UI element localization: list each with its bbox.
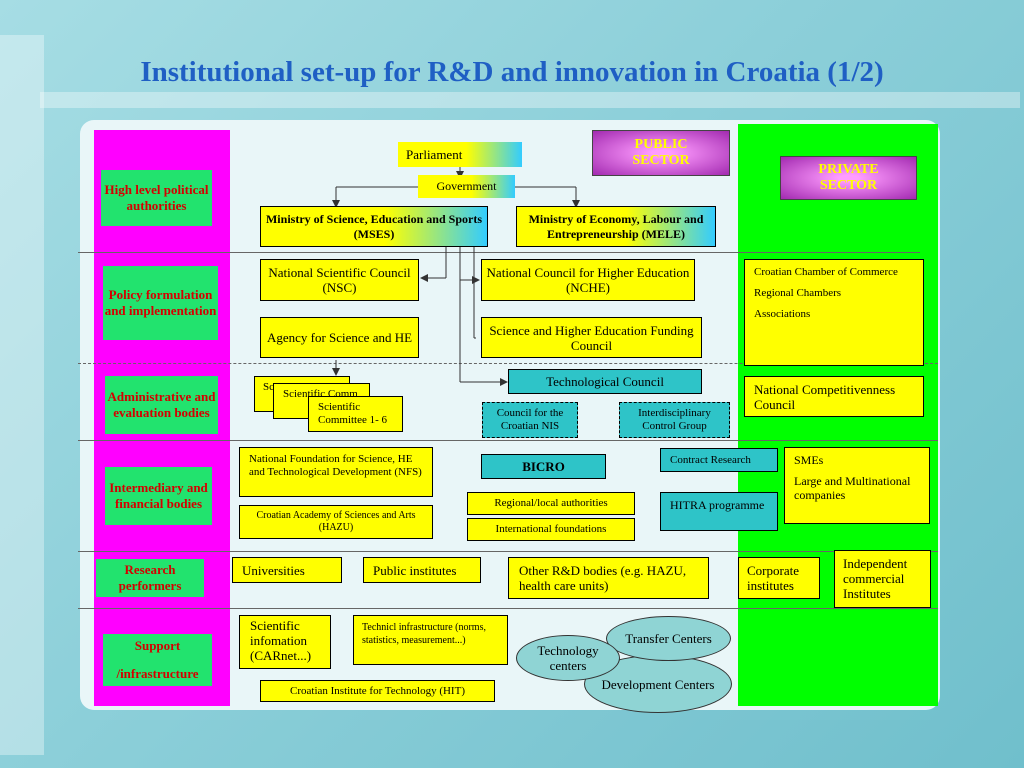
companies-box: SMEs Large and Multinational companies — [784, 447, 930, 524]
government-box: Government — [418, 175, 515, 198]
nche-box: National Council for Higher Education (N… — [481, 259, 695, 301]
decor-bar-top — [40, 92, 1020, 108]
nsc-box: National Scientific Council (NSC) — [260, 259, 419, 301]
mele-box: Ministry of Economy, Labour and Entrepre… — [516, 206, 716, 247]
level-support: Support /infrastructure — [103, 634, 212, 686]
corporate-institutes-box: Corporate institutes — [738, 557, 820, 599]
parliament-box: Parliament — [398, 142, 522, 167]
scientific-committee-box: Scientific Committee 1- 6 — [308, 396, 403, 432]
interdisciplinary-box: Interdisciplinary Control Group — [619, 402, 730, 438]
large-companies-text: Large and Multinational companies — [794, 474, 911, 502]
nfs-box: National Foundation for Science, HE and … — [239, 447, 433, 497]
mses-box: Ministry of Science, Education and Sport… — [260, 206, 488, 247]
chamber-regional: Regional Chambers — [754, 287, 842, 299]
level-support-line1: Support — [134, 638, 181, 653]
page-title: Institutional set-up for R&D and innovat… — [140, 56, 884, 88]
funding-council-box: Science and Higher Education Funding Cou… — [481, 317, 702, 358]
public-sector-label: PUBLIC SECTOR — [592, 130, 730, 176]
hazu-box: Croatian Academy of Sciences and Arts (H… — [239, 505, 433, 539]
contract-research-box: Contract Research — [660, 448, 778, 472]
separator-3 — [78, 440, 938, 441]
separator-2 — [78, 363, 938, 364]
independent-institutes-box: Independent commercial Institutes — [834, 550, 931, 608]
chamber-commerce: Croatian Chamber of Commerce — [754, 266, 898, 278]
chambers-box: Croatian Chamber of Commerce Regional Ch… — [744, 259, 924, 366]
separator-5 — [78, 608, 938, 609]
level-high-political: High level political authorities — [101, 170, 212, 226]
private-sector-label: PRIVATE SECTOR — [780, 156, 917, 200]
public-institutes-box: Public institutes — [363, 557, 481, 583]
technology-centers-ellipse: Technology centers — [516, 635, 620, 681]
level-support-line2: /infrastructure — [116, 666, 199, 681]
hitra-box: HITRA programme — [660, 492, 778, 531]
technical-infrastructure-box: Technicl infrastructure (norms, statisti… — [353, 615, 508, 665]
level-policy: Policy formulation and implementation — [103, 266, 218, 340]
other-rd-box: Other R&D bodies (e.g. HAZU, health care… — [508, 557, 709, 599]
separator-1 — [78, 252, 920, 253]
regional-authorities-box: Regional/local authorities — [467, 492, 635, 515]
transfer-centers-ellipse: Transfer Centers — [606, 616, 731, 661]
bicro-box: BICRO — [481, 454, 606, 479]
universities-box: Universities — [232, 557, 342, 583]
chamber-associations: Associations — [754, 308, 811, 320]
level-research: Research performers — [96, 559, 204, 597]
smes-text: SMEs — [794, 453, 824, 467]
council-nis-box: Council for the Croatian NIS — [482, 402, 578, 438]
separator-4 — [78, 551, 938, 552]
decor-bar-left — [0, 35, 44, 755]
technological-council-box: Technological Council — [508, 369, 702, 394]
international-foundations-box: International foundations — [467, 518, 635, 541]
hit-box: Croatian Institute for Technology (HIT) — [260, 680, 495, 702]
level-intermediary: Intermediary and financial bodies — [105, 467, 212, 525]
competitiveness-council-box: National Competitivenness Council — [744, 376, 924, 417]
agency-box: Agency for Science and HE — [260, 317, 419, 358]
scientific-information-box: Scientific infomation (CARnet...) — [239, 615, 331, 669]
level-administrative: Administrative and evaluation bodies — [105, 376, 218, 434]
